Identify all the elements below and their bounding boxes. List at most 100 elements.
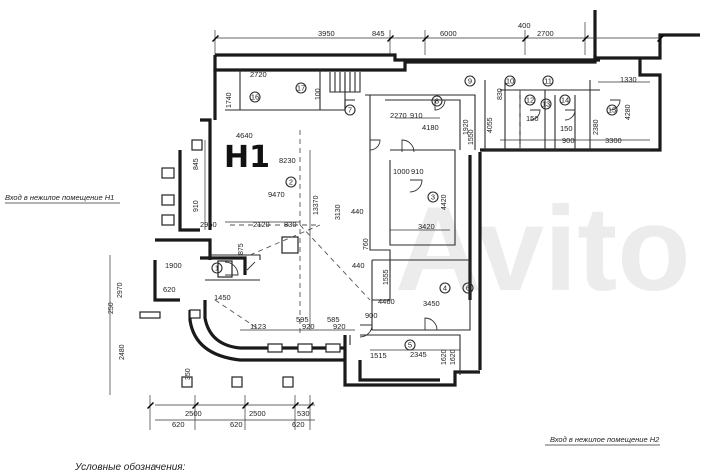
room-markers: 1 2 3 4 5 6 7 8 9 10 11 12 13 14 15 16 1… — [211, 75, 618, 351]
svg-text:4280: 4280 — [625, 104, 632, 120]
dim-bottom-1: 2500 — [185, 409, 202, 418]
svg-text:1920: 1920 — [463, 119, 470, 135]
dim-left-2: 250 — [108, 302, 115, 314]
dim-top-1: 3950 — [318, 29, 335, 38]
room-number: 4 — [443, 284, 447, 293]
svg-text:440: 440 — [351, 207, 364, 216]
svg-text:1000: 1000 — [393, 167, 410, 176]
dim-left-1: 2970 — [117, 282, 124, 298]
svg-text:8230: 8230 — [279, 156, 296, 165]
svg-text:13370: 13370 — [313, 195, 320, 215]
svg-text:845: 845 — [193, 158, 200, 170]
svg-text:2380: 2380 — [593, 119, 600, 135]
svg-text:920: 920 — [333, 322, 346, 331]
svg-text:4180: 4180 — [422, 123, 439, 132]
room-number: 6 — [466, 284, 470, 293]
dim-bottom-3: 530 — [297, 409, 310, 418]
svg-text:1330: 1330 — [620, 75, 637, 84]
room-number: 12 — [526, 96, 534, 105]
svg-text:2720: 2720 — [250, 70, 267, 79]
svg-text:150: 150 — [526, 114, 539, 123]
room-number: 13 — [542, 100, 550, 109]
dim-bottom-2: 2500 — [249, 409, 266, 418]
svg-text:3130: 3130 — [335, 204, 342, 220]
dim-bottom-4: 620 — [172, 420, 185, 429]
svg-text:900: 900 — [365, 311, 378, 320]
svg-text:100: 100 — [315, 88, 322, 100]
dim-left-3: 2480 — [119, 344, 126, 360]
column — [282, 376, 294, 388]
svg-text:1620: 1620 — [441, 349, 448, 365]
svg-text:1555: 1555 — [383, 269, 390, 285]
svg-text:920: 920 — [302, 322, 315, 331]
svg-text:1900: 1900 — [165, 261, 182, 270]
watermark: Avito — [395, 182, 691, 316]
svg-text:3300: 3300 — [605, 136, 622, 145]
dimension-lines — [109, 22, 660, 430]
room-number: 8 — [435, 97, 439, 106]
dim-top-2: 845 — [372, 29, 385, 38]
room-number: 17 — [297, 84, 305, 93]
svg-text:760: 760 — [363, 238, 370, 250]
dimension-ticks — [147, 35, 664, 409]
doors — [224, 99, 621, 338]
column — [281, 236, 299, 254]
room-number: 9 — [468, 77, 472, 86]
svg-text:875: 875 — [238, 243, 245, 255]
room-number: 11 — [544, 77, 552, 86]
entrance-h2-note: Вход в нежилое помещение Н2 — [550, 435, 660, 444]
svg-text:1620: 1620 — [450, 349, 457, 365]
svg-text:910: 910 — [411, 167, 424, 176]
svg-text:1515: 1515 — [370, 351, 387, 360]
room-number: 1 — [215, 264, 219, 273]
column — [231, 376, 243, 388]
dim-top-4: 400 — [518, 21, 531, 30]
svg-text:830: 830 — [284, 220, 297, 229]
room-number: 14 — [561, 96, 569, 105]
dashed-guides — [214, 90, 521, 335]
dim-left-4: 350 — [185, 368, 192, 380]
svg-text:4640: 4640 — [236, 131, 253, 140]
room-number: 15 — [608, 106, 616, 115]
svg-text:2120: 2120 — [253, 220, 270, 229]
svg-text:910: 910 — [193, 200, 200, 212]
svg-text:1123: 1123 — [250, 322, 266, 331]
legend-title: Условные обозначения: — [74, 461, 186, 472]
svg-text:4055: 4055 — [487, 117, 494, 133]
svg-text:1740: 1740 — [226, 92, 233, 108]
svg-text:150: 150 — [560, 124, 573, 133]
svg-text:1450: 1450 — [214, 293, 231, 302]
dim-left-5: 620 — [163, 285, 176, 294]
svg-text:3450: 3450 — [423, 299, 440, 308]
room-number: 7 — [348, 106, 352, 115]
svg-text:585: 585 — [327, 315, 340, 324]
dim-bottom-6: 620 — [292, 420, 305, 429]
room-number: 5 — [408, 341, 412, 350]
room-number: 16 — [251, 93, 259, 102]
svg-text:440: 440 — [352, 261, 365, 270]
room-number: 3 — [431, 193, 435, 202]
svg-text:830: 830 — [497, 88, 504, 100]
svg-text:2345: 2345 — [410, 350, 427, 359]
svg-text:910: 910 — [410, 111, 423, 120]
svg-text:4460: 4460 — [378, 297, 395, 306]
unit-label: Н1 — [224, 140, 270, 175]
svg-text:1550: 1550 — [468, 129, 475, 145]
svg-text:4420: 4420 — [441, 194, 448, 210]
room-number: 2 — [289, 178, 293, 187]
dim-bottom-5: 620 — [230, 420, 243, 429]
svg-text:3420: 3420 — [418, 222, 435, 231]
column — [139, 311, 161, 319]
entrance-h1-note: Вход в нежилое помещение Н1 — [5, 193, 114, 202]
room-dimensions: 2720 4640 8230 9470 2950 2120 830 13370 … — [165, 70, 637, 365]
column — [189, 309, 201, 319]
svg-text:2270: 2270 — [390, 111, 407, 120]
svg-text:595: 595 — [296, 315, 309, 324]
svg-text:900: 900 — [562, 136, 575, 145]
dim-top-3: 6000 — [440, 29, 457, 38]
column — [181, 376, 193, 388]
room-number: 10 — [506, 77, 514, 86]
svg-text:2950: 2950 — [200, 220, 217, 229]
dim-top-5: 2700 — [537, 29, 554, 38]
